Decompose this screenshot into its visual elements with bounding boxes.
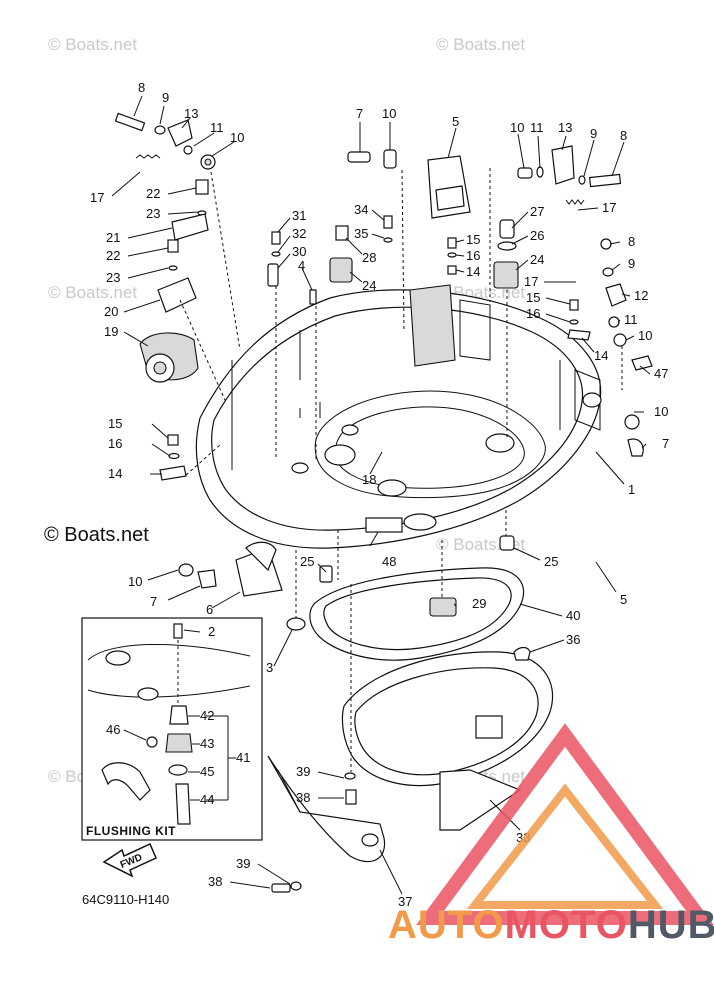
callout-22: 22 — [146, 186, 160, 201]
copyright-label: © Boats.net — [44, 524, 149, 546]
callout-4: 4 — [298, 258, 305, 273]
callout-38: 38 — [208, 874, 222, 889]
callout-3: 3 — [266, 660, 273, 675]
callout-15: 15 — [108, 416, 122, 431]
callout-10: 10 — [510, 120, 524, 135]
callout-42: 42 — [200, 708, 214, 723]
callout-9: 9 — [162, 90, 169, 105]
callout-39: 39 — [236, 856, 250, 871]
callout-27: 27 — [530, 204, 544, 219]
callout-22: 22 — [106, 248, 120, 263]
callout-10: 10 — [382, 106, 396, 121]
callout-17: 17 — [524, 274, 538, 289]
brand-part-hub: HUB — [627, 903, 714, 947]
callout-40: 40 — [566, 608, 580, 623]
callout-13: 13 — [558, 120, 572, 135]
callout-7: 7 — [150, 594, 157, 609]
callout-8: 8 — [138, 80, 145, 95]
callout-24: 24 — [362, 278, 376, 293]
callout-6: 6 — [206, 602, 213, 617]
callout-2: 2 — [208, 624, 215, 639]
callout-36: 36 — [566, 632, 580, 647]
brand-wordmark: AUTOMOTOHUB — [388, 903, 714, 948]
callout-18: 18 — [362, 472, 376, 487]
callout-26: 26 — [530, 228, 544, 243]
callout-23: 23 — [106, 270, 120, 285]
callout-31: 31 — [292, 208, 306, 223]
callout-10: 10 — [654, 404, 668, 419]
parts-lower-left — [178, 510, 515, 631]
callout-16: 16 — [526, 306, 540, 321]
callout-10: 10 — [128, 574, 142, 589]
callout-8: 8 — [628, 234, 635, 249]
callout-11: 11 — [624, 312, 638, 327]
callout-1: 1 — [628, 482, 635, 497]
callout-41: 41 — [236, 750, 250, 765]
callout-5: 5 — [452, 114, 459, 129]
callout-14: 14 — [108, 466, 122, 481]
callout-15: 15 — [466, 232, 480, 247]
callout-19: 19 — [104, 324, 118, 339]
callout-12: 12 — [634, 288, 648, 303]
callout-34: 34 — [354, 202, 368, 217]
watermark: © Boats.net — [48, 283, 137, 302]
callout-47: 47 — [654, 366, 668, 381]
callout-28: 28 — [362, 250, 376, 265]
callout-45: 45 — [200, 764, 214, 779]
callout-14: 14 — [466, 264, 480, 279]
fwd-arrow-icon — [102, 842, 157, 878]
parts-top-left — [114, 112, 241, 481]
callout-21: 21 — [106, 230, 120, 245]
callout-5: 5 — [620, 592, 627, 607]
callout-44: 44 — [200, 792, 214, 807]
callout-14: 14 — [594, 348, 608, 363]
callout-numbers: 8 9 13 11 10 17 22 23 21 22 23 20 19 7 1… — [90, 80, 669, 909]
callout-37: 37 — [398, 894, 412, 909]
diagram-code: 64C9110-H140 — [82, 892, 170, 907]
brand-part-moto: MOTO — [504, 903, 628, 947]
callout-43: 43 — [200, 736, 214, 751]
callout-9: 9 — [590, 126, 597, 141]
callout-32: 32 — [292, 226, 306, 241]
callout-25: 25 — [300, 554, 314, 569]
callout-16: 16 — [108, 436, 122, 451]
leader-lines — [111, 95, 651, 895]
callout-48: 48 — [382, 554, 396, 569]
callout-23: 23 — [146, 206, 160, 221]
callout-17: 17 — [90, 190, 104, 205]
watermark: © Boats.net — [48, 35, 137, 54]
callout-10: 10 — [638, 328, 652, 343]
callout-13: 13 — [184, 106, 198, 121]
callout-11: 11 — [210, 120, 224, 135]
parts-top-center — [267, 149, 471, 460]
callout-7: 7 — [662, 436, 669, 451]
callout-35: 35 — [354, 226, 368, 241]
callout-9: 9 — [628, 256, 635, 271]
callout-25: 25 — [544, 554, 558, 569]
brand-part-auto: AUTO — [388, 903, 505, 947]
callout-15: 15 — [526, 290, 540, 305]
callout-10: 10 — [230, 130, 244, 145]
callout-30: 30 — [292, 244, 306, 259]
callout-8: 8 — [620, 128, 627, 143]
callout-38: 38 — [296, 790, 310, 805]
lower-parts — [267, 540, 554, 893]
parts-top-right — [447, 145, 653, 457]
callout-24: 24 — [530, 252, 544, 267]
flushing-kit-box — [81, 617, 263, 841]
watermark: © Boats.net — [436, 35, 525, 54]
bottom-cowling — [195, 284, 602, 549]
callout-20: 20 — [104, 304, 118, 319]
callout-39: 39 — [296, 764, 310, 779]
flushing-kit-title: FLUSHING KIT — [86, 824, 176, 838]
callout-46: 46 — [106, 722, 120, 737]
callout-29: 29 — [472, 596, 486, 611]
brand-triangle-logo — [416, 723, 714, 925]
callout-16: 16 — [466, 248, 480, 263]
callout-11: 11 — [530, 120, 544, 135]
callout-7: 7 — [356, 106, 363, 121]
callout-17: 17 — [602, 200, 616, 215]
